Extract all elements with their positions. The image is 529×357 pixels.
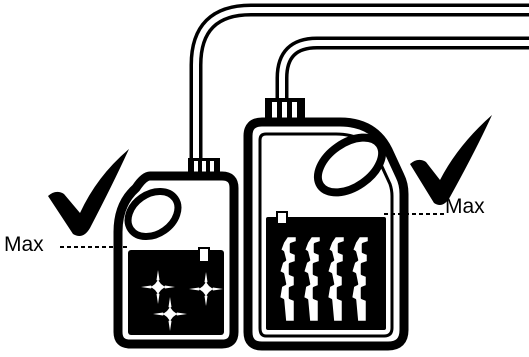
small-canister-handle — [124, 187, 182, 241]
hose-inner — [275, 36, 529, 225]
large-canister — [243, 98, 409, 351]
max-label-right: Max — [445, 195, 485, 218]
sparkle-icon — [141, 270, 175, 304]
small-canister-liquid — [128, 250, 224, 335]
small-canister — [113, 158, 239, 349]
large-canister-handle — [313, 133, 387, 197]
checkmark-icon — [410, 115, 492, 205]
sparkle-icon — [189, 272, 223, 306]
max-label-left: Max — [4, 233, 44, 256]
hose-outer — [189, 3, 529, 260]
sparkle-icon — [153, 297, 187, 331]
checkmark-icon — [48, 149, 129, 236]
wave-strip-icon — [277, 234, 371, 324]
